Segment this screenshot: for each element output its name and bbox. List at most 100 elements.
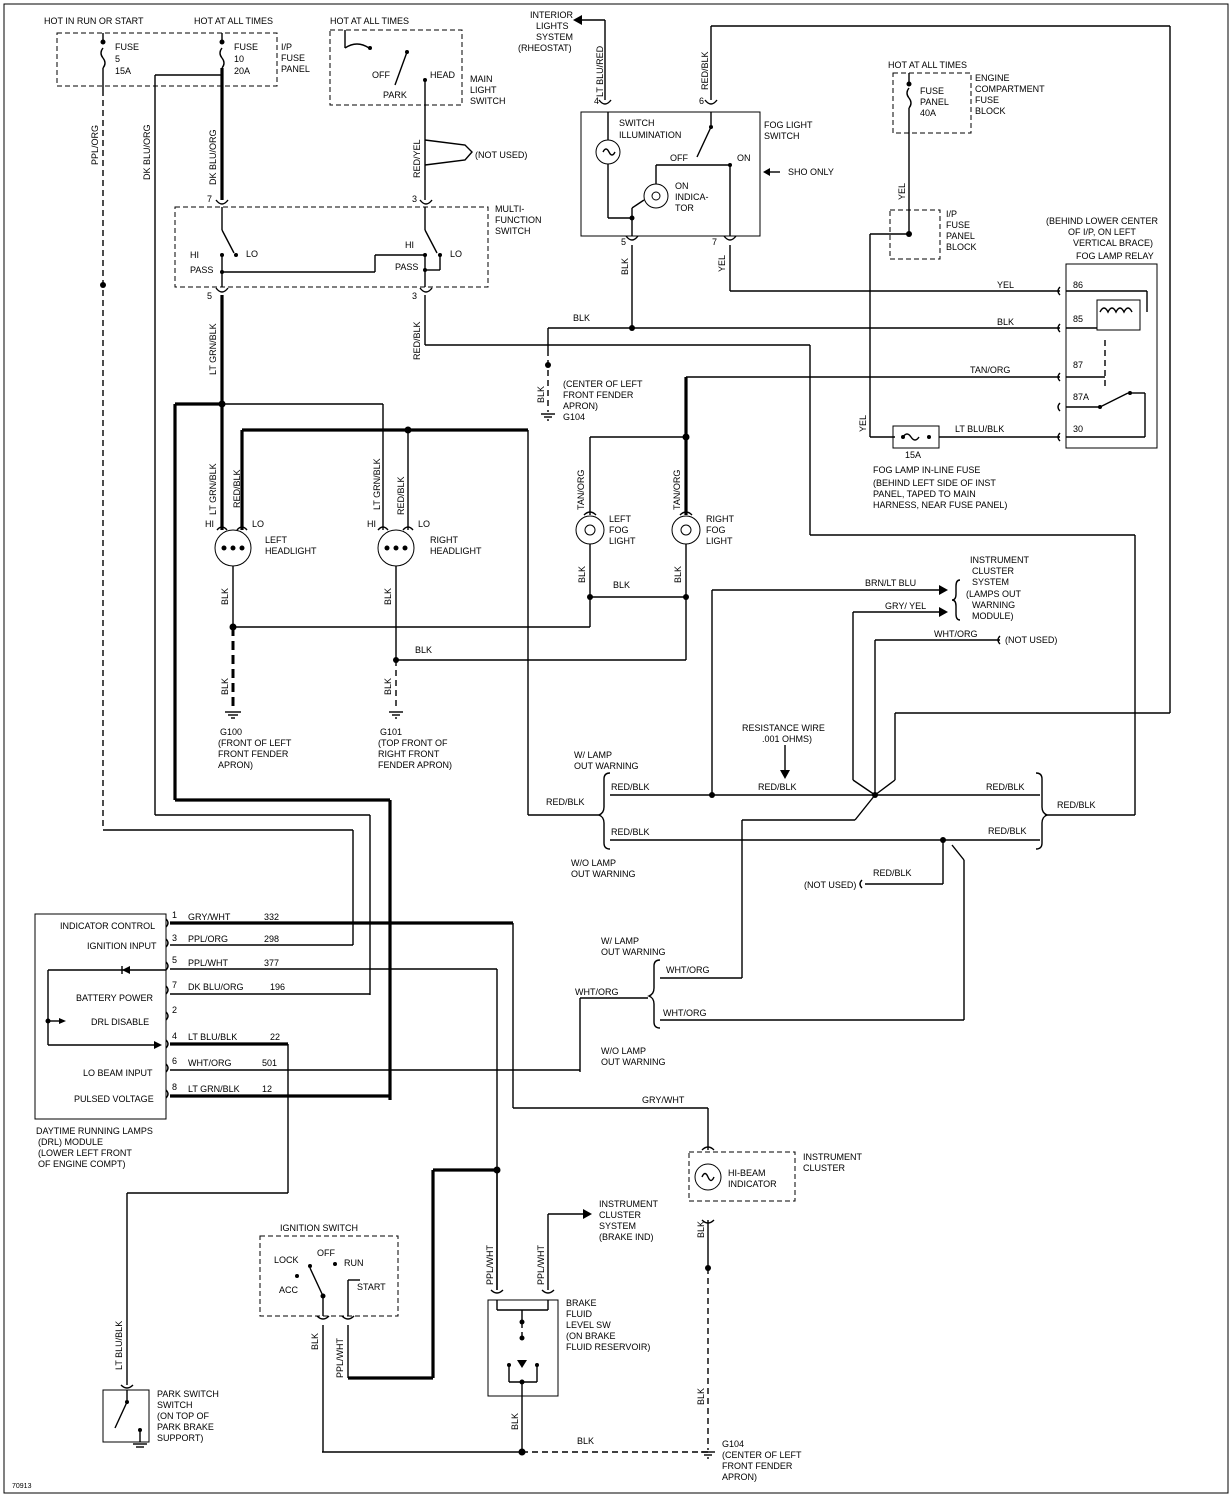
ignition-switch: IGNITION SWITCH LOCK OFF RUN ACC START xyxy=(259,1223,399,1320)
relay-note-4: FOG LAMP RELAY xyxy=(1076,251,1154,261)
hot-at-all-times-3: HOT AT ALL TIMES xyxy=(888,60,967,70)
g104-note-2: FRONT FENDER xyxy=(563,390,634,400)
inline-note-4: HARNESS, NEAR FUSE PANEL) xyxy=(873,500,1007,510)
relay-note-3: VERTICAL BRACE) xyxy=(1073,238,1153,248)
mf-title-2: FUNCTION xyxy=(495,215,542,225)
g104-note-1: (CENTER OF LEFT xyxy=(563,379,643,389)
wire-label-wht-org-4: WHT/ORG xyxy=(575,987,619,997)
wo-lamp-1a: W/O LAMP xyxy=(571,858,616,868)
fog-pin-4: 4 xyxy=(594,96,599,106)
wire-label-blk-5: BLK xyxy=(220,588,230,605)
lamps-out-2: CLUSTER xyxy=(972,566,1015,576)
wire-label-red-blk-4: RED/BLK xyxy=(546,797,585,807)
lamps-out-3: SYSTEM xyxy=(972,577,1009,587)
wire-label-blk-12: BLK xyxy=(673,566,683,583)
g101-desc-2: RIGHT FRONT xyxy=(378,749,440,759)
main-switch-off: OFF xyxy=(372,70,390,80)
wire-label-blk-14: BLK xyxy=(696,1388,706,1405)
wire-label-lt-grn-blk: LT GRN/BLK xyxy=(208,323,218,375)
park-switch-1: PARK SWITCH xyxy=(157,1389,219,1399)
right-hl-lo: LO xyxy=(418,519,430,529)
fuse10-label: FUSE xyxy=(234,42,258,52)
g104b-desc-3: APRON) xyxy=(722,1472,757,1482)
park-switch-2: SWITCH xyxy=(157,1400,193,1410)
fuse5-rating: 15A xyxy=(115,66,131,76)
inline-note-2: (BEHIND LEFT SIDE OF INST xyxy=(873,478,996,488)
drl-pin-8: 8 xyxy=(172,1082,177,1092)
wire-label-blk-3: BLK xyxy=(997,317,1014,327)
resistor-label-1: RESISTANCE WIRE xyxy=(742,723,825,733)
wire-label-dk-blu-org-2: DK BLU/ORG xyxy=(142,124,152,180)
drl-note-4: OF ENGINE COMPT) xyxy=(38,1159,126,1169)
engine-fuse-1: ENGINE xyxy=(975,73,1010,83)
diagram-code: 70913 xyxy=(12,1483,32,1490)
interior-lights-3: SYSTEM xyxy=(536,32,573,42)
relay-pin-87a: 87A xyxy=(1073,392,1089,402)
engine-fuse-3: FUSE xyxy=(975,95,999,105)
drl-pin-3: 3 xyxy=(172,933,177,943)
g101-desc-1: (TOP FRONT OF xyxy=(378,738,448,748)
drl-note-2: (DRL) MODULE xyxy=(38,1137,103,1147)
brake-fluid-level-switch: BRAKE FLUID LEVEL SW (ON BRAKE FLUID RES… xyxy=(487,1289,650,1397)
hot-at-all-times-2: HOT AT ALL TIMES xyxy=(330,16,409,26)
mf-pin-7: 7 xyxy=(207,194,212,204)
wire-label-blk-7: BLK xyxy=(383,588,393,605)
ignition-switch-title: IGNITION SWITCH xyxy=(280,1223,358,1233)
left-headlight: HI LO LEFT HEADLIGHT xyxy=(205,519,317,580)
inline-note-3: PANEL, TAPED TO MAIN xyxy=(873,489,976,499)
fog-pin-6: 6 xyxy=(699,96,704,106)
ip-block-2: FUSE xyxy=(946,220,970,230)
drl-pin-1: 1 xyxy=(172,910,177,920)
drl-pin-4: 4 xyxy=(172,1031,177,1041)
drl-wire-ppl-wht: PPL/WHT xyxy=(188,958,229,968)
drl-circuit-298: 298 xyxy=(264,934,279,944)
drl-wire-gry-wht: GRY/WHT xyxy=(188,912,231,922)
brake-switch-3: LEVEL SW xyxy=(566,1320,611,1330)
inline-note-1: FOG LAMP IN-LINE FUSE xyxy=(873,465,980,475)
switch-label: SWITCH xyxy=(470,96,506,106)
left-hl-lo: LO xyxy=(252,519,264,529)
relay-pin-86: 86 xyxy=(1073,280,1083,290)
drl-circuit-377: 377 xyxy=(264,958,279,968)
fuse10-rating: 20A xyxy=(234,66,250,76)
wire-label-blk-4: BLK xyxy=(536,386,546,403)
ip-fuse-panel-block: I/P FUSE PANEL BLOCK xyxy=(889,209,977,260)
fuse40-rating: 40A xyxy=(920,108,936,118)
left-fog-3: LIGHT xyxy=(609,536,636,546)
wire-label-tan-org-2: TAN/ORG xyxy=(576,470,586,510)
drl-battery-power: BATTERY POWER xyxy=(76,993,154,1003)
g104b-label: G104 xyxy=(722,1439,744,1449)
relay-note-1: (BEHIND LOWER CENTER xyxy=(1046,216,1159,226)
right-headlight-label-2: HEADLIGHT xyxy=(430,546,482,556)
fog-lamp-relay: (BEHIND LOWER CENTER OF I/P, ON LEFT VER… xyxy=(1046,216,1159,449)
wire-label-red-yel: RED/YEL xyxy=(412,139,422,178)
fuse40-label: FUSE xyxy=(920,86,944,96)
wire-label-gry-yel: GRY/ YEL xyxy=(885,601,926,611)
instr-cluster-2: CLUSTER xyxy=(803,1163,846,1173)
wire-label-blk: BLK xyxy=(620,258,630,275)
g100-label: G100 xyxy=(220,727,242,737)
ign-off: OFF xyxy=(317,1248,335,1258)
sho-only-label: SHO ONLY xyxy=(788,167,834,177)
fog-pin-5: 5 xyxy=(621,237,626,247)
wire-label-wht-org-3: WHT/ORG xyxy=(663,1008,707,1018)
main-light-switch: HOT AT ALL TIMES OFF HEAD PARK MAIN LIGH… xyxy=(329,16,506,106)
ign-acc: ACC xyxy=(279,1285,299,1295)
wire-label-red-blk-5: RED/BLK xyxy=(611,782,650,792)
mf-lo-2: LO xyxy=(450,249,462,259)
lamps-out-cluster: INSTRUMENT CLUSTER SYSTEM (LAMPS OUT WAR… xyxy=(951,555,1029,621)
wire-label-red-blk-11: RED/BLK xyxy=(873,868,912,878)
fuse10-number: 10 xyxy=(234,54,244,64)
ign-lock: LOCK xyxy=(274,1255,299,1265)
fuse40-panel: PANEL xyxy=(920,97,949,107)
left-fog-2: FOG xyxy=(609,525,629,535)
drl-indicator-control: INDICATOR CONTROL xyxy=(60,921,155,931)
on-indicator-2: INDICA- xyxy=(675,192,709,202)
drl-circuit-12: 12 xyxy=(262,1084,272,1094)
right-fog-3: LIGHT xyxy=(706,536,733,546)
brake-cluster-2: CLUSTER xyxy=(599,1210,642,1220)
mf-pin-3b: 3 xyxy=(412,291,417,301)
wire-label-red-blk-6: RED/BLK xyxy=(758,782,797,792)
engine-fuse-2: COMPARTMENT xyxy=(975,84,1045,94)
